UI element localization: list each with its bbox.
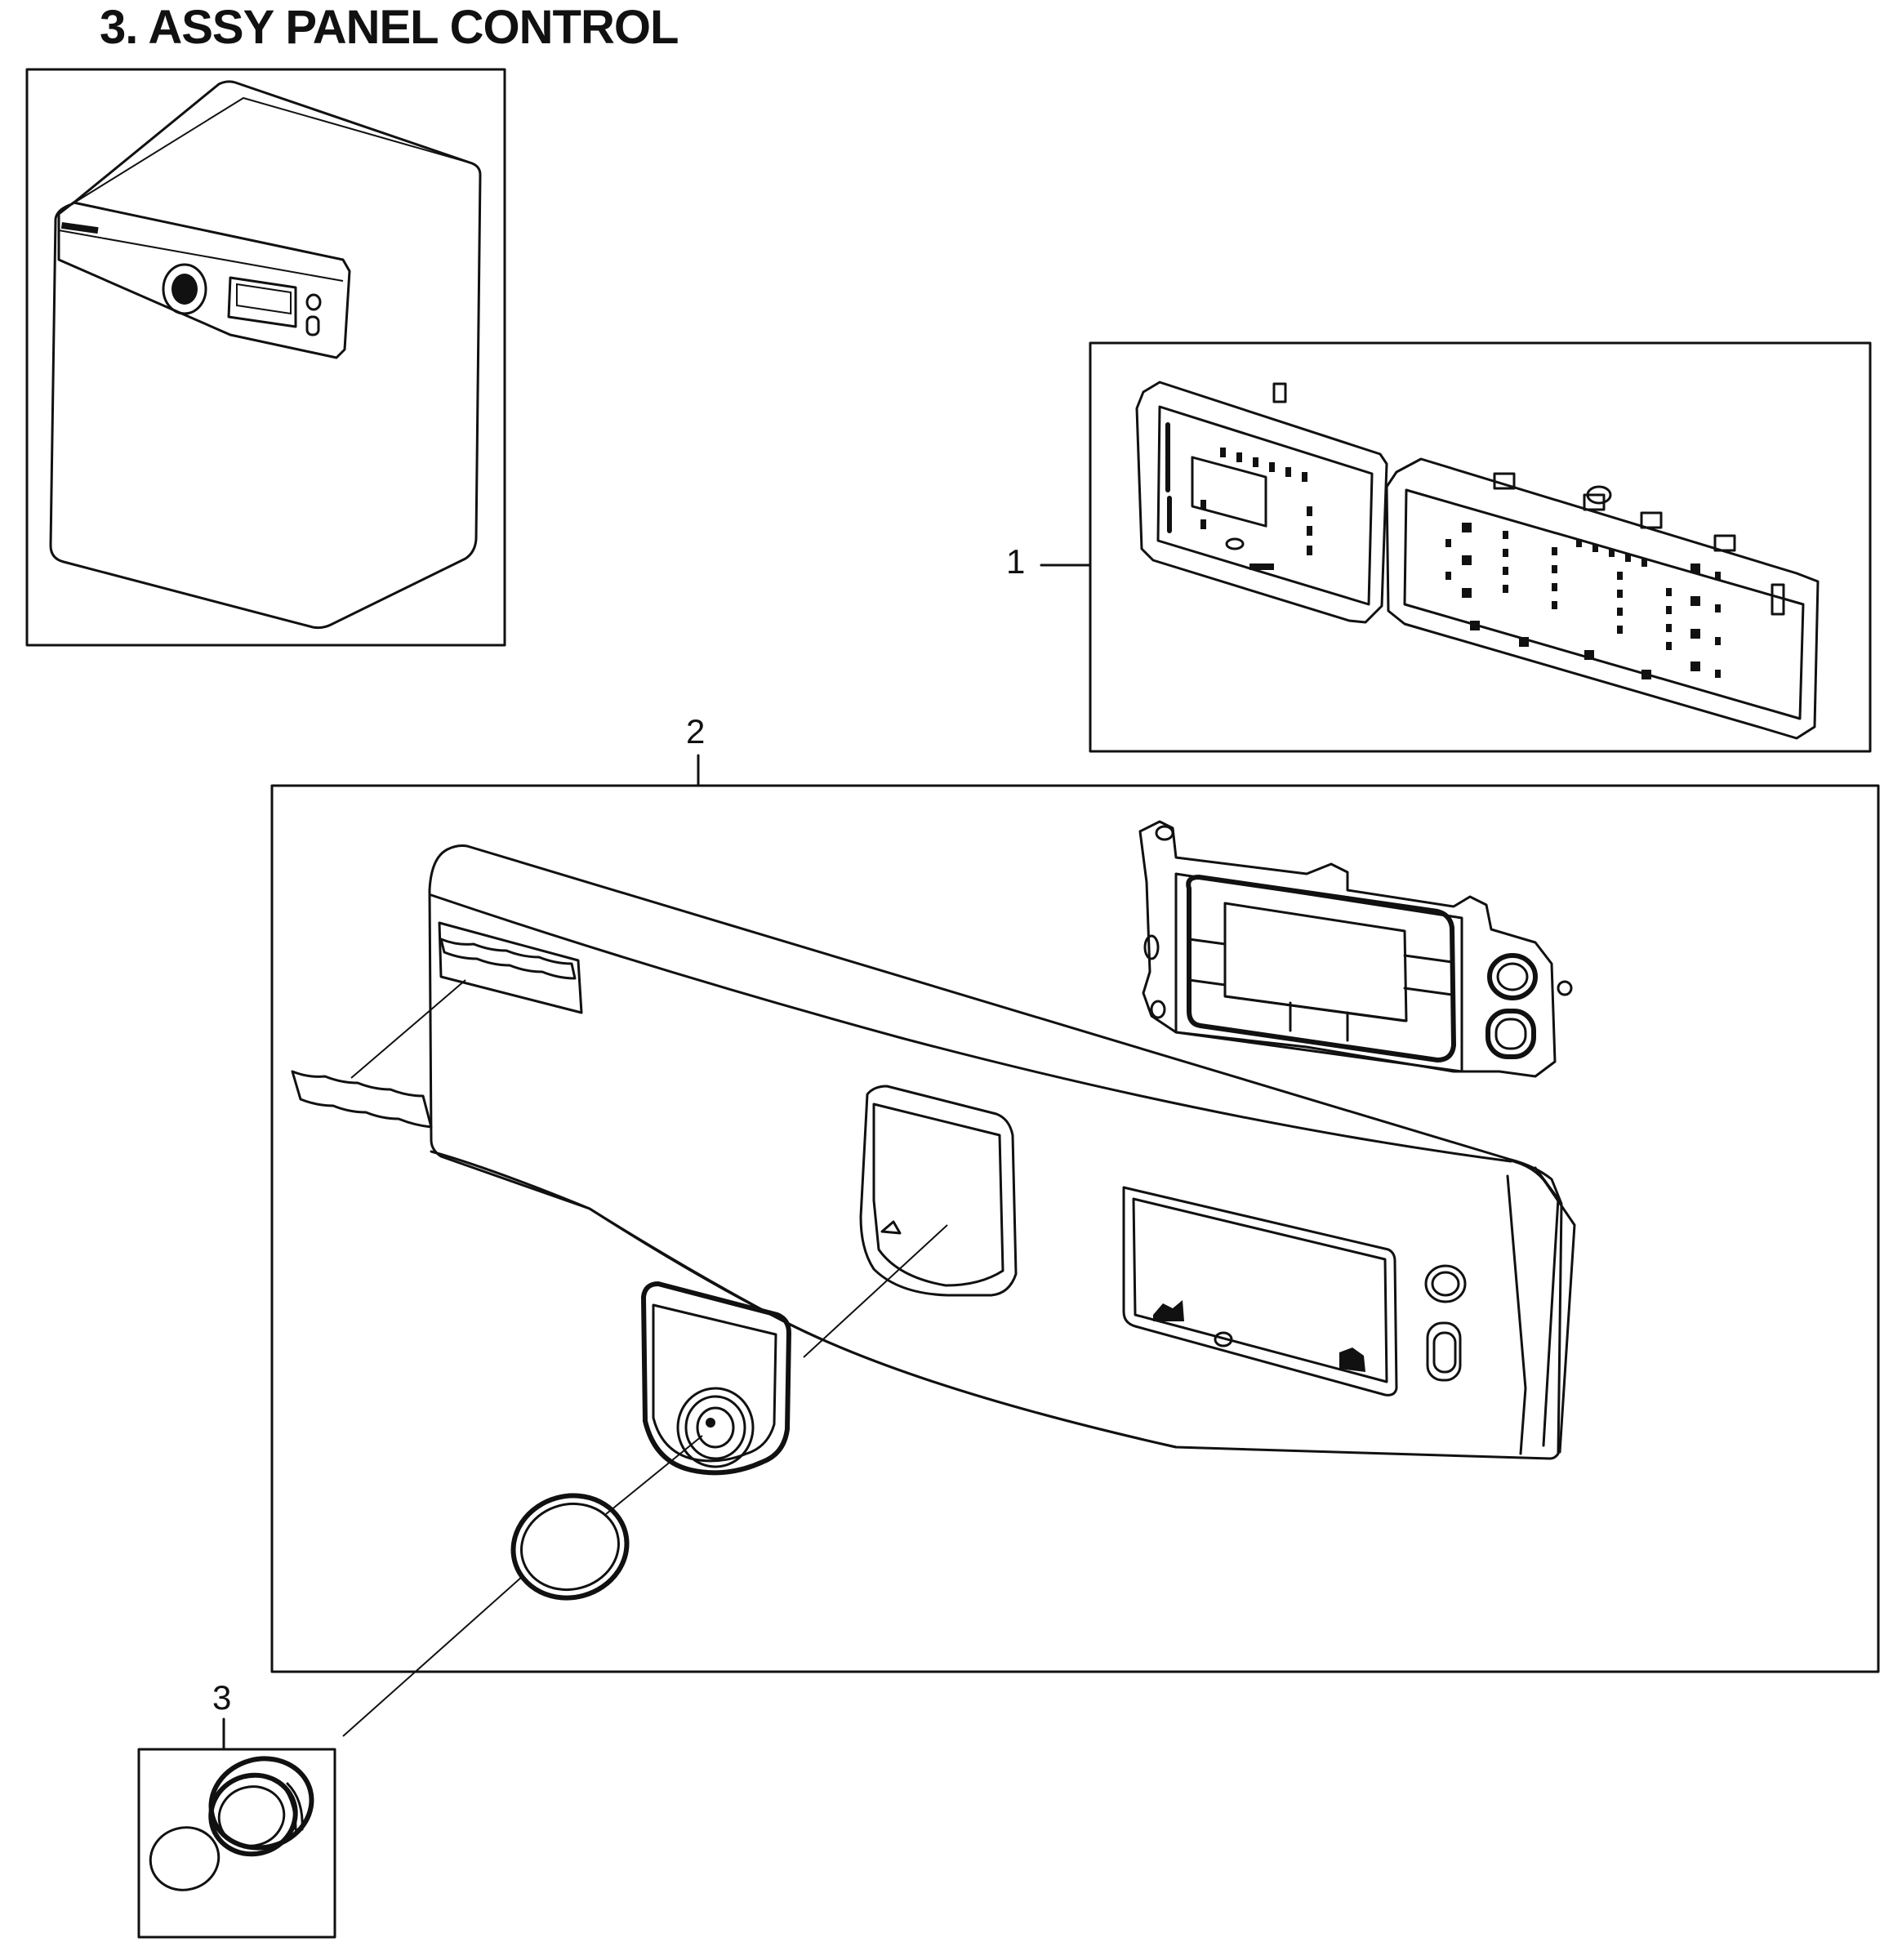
knob-holder-plate (641, 1224, 948, 1476)
diagram-title: 3. ASSY PANEL CONTROL (100, 1, 679, 54)
callout-3-label: 3 (212, 1678, 232, 1717)
pcb-main-board-right (1385, 457, 1820, 740)
appliance-button-icons (305, 293, 322, 336)
appliance-control-panel (57, 201, 351, 359)
panel-button-openings (1424, 1264, 1467, 1382)
appliance-display-icon (227, 276, 297, 328)
appliance-body (49, 80, 482, 630)
appliance-dial-knob-icon (162, 263, 207, 315)
knob-cap-icon (149, 1826, 220, 1891)
pcb-sub-board-left (1135, 381, 1388, 624)
display-pcb-module (1138, 820, 1573, 1078)
callout-2-label: 2 (686, 712, 706, 751)
overview-appliance-view (25, 68, 506, 647)
part-2-control-panel-assembly (270, 754, 1880, 1737)
brand-logo-badge (291, 979, 466, 1129)
pcb-components (1445, 523, 1721, 679)
brand-badge-slot (438, 921, 583, 1014)
leader-ring-to-knob (342, 1575, 523, 1737)
part-1-pcb-assembly (1040, 341, 1872, 753)
part-3-knob (137, 1717, 336, 1939)
knob-opening (859, 1085, 1018, 1297)
callout-1-label: 1 (1006, 542, 1026, 581)
knob-ring (510, 1435, 703, 1601)
display-window (1122, 1186, 1398, 1396)
control-panel-frame (428, 844, 1576, 1460)
knob-body-icon (208, 1756, 314, 1857)
